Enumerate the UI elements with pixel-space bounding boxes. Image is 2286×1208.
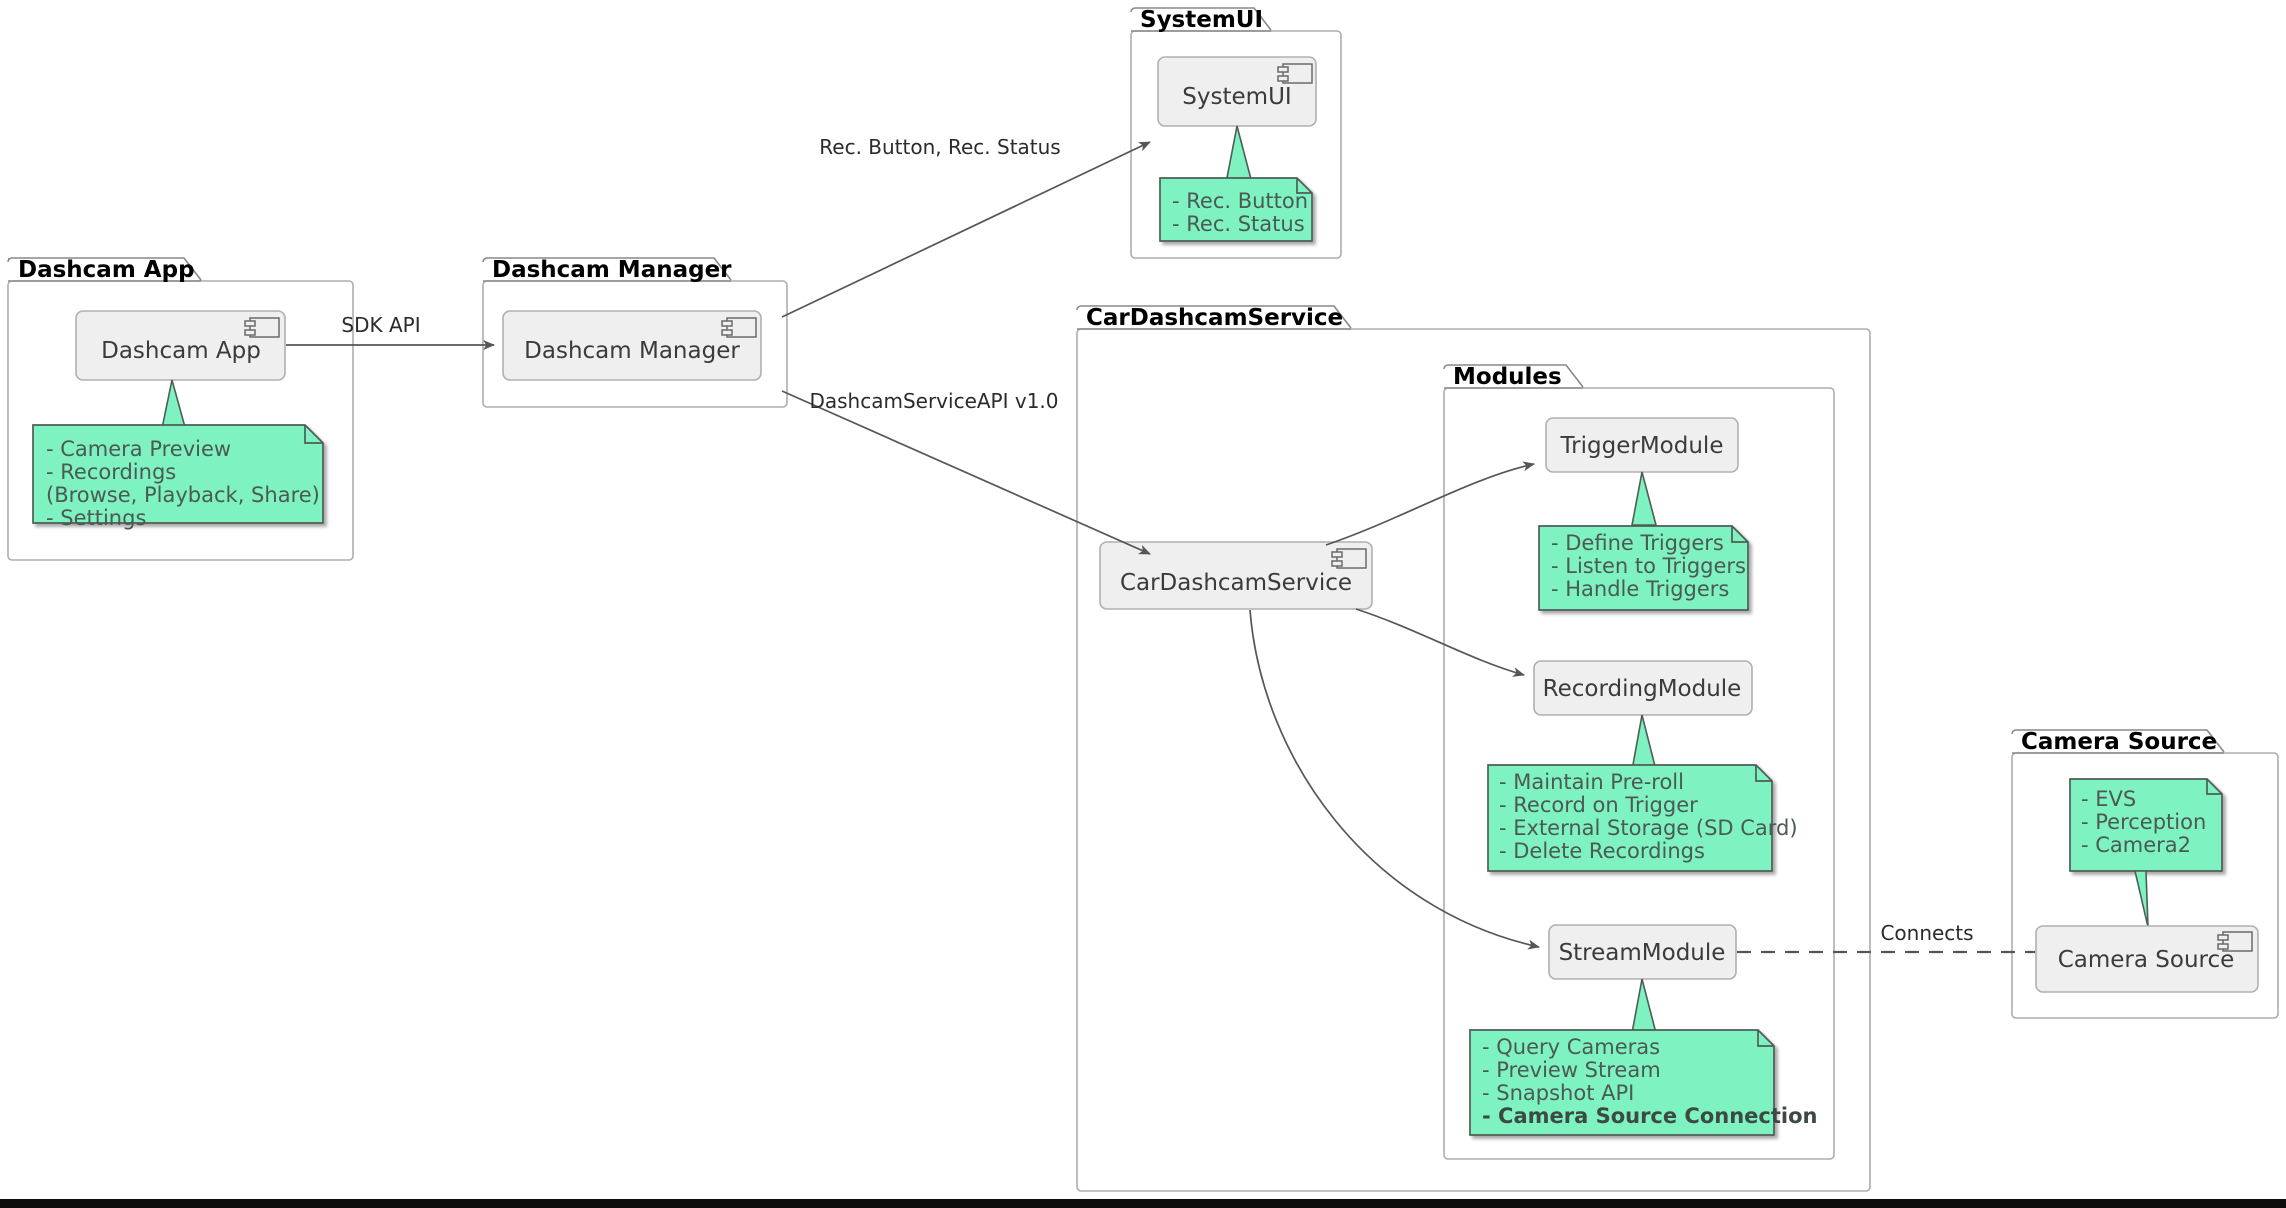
note-line: - Query Cameras xyxy=(1482,1035,1660,1059)
component-label-stream-module: StreamModule xyxy=(1559,940,1726,966)
edge-service-to-recording xyxy=(1355,608,1525,677)
note-pointer-camera-source xyxy=(2133,870,2149,928)
note-line: - Camera Source Connection xyxy=(1482,1104,1817,1128)
package-systemui: SystemUI SystemUI - Rec. Button - Rec. S… xyxy=(1130,7,1342,259)
note-line: - Perception xyxy=(2081,810,2206,834)
package-title-cardashcamservice: CarDashcamService xyxy=(1086,305,1343,331)
component-recording-module[interactable]: RecordingModule xyxy=(1533,660,1753,716)
note-line: - Rec. Button xyxy=(1172,189,1308,213)
edge-connects: Connects xyxy=(1737,921,2035,954)
component-icon xyxy=(244,317,280,338)
package-modules: Modules TriggerModule - Define Triggers … xyxy=(1443,364,1835,1160)
edge-service-to-stream xyxy=(1249,609,1540,950)
component-icon xyxy=(2217,931,2253,952)
component-icon xyxy=(721,317,757,338)
edge-sdk-api: SDK API xyxy=(286,313,495,350)
note-trigger-module xyxy=(1538,525,1749,611)
note-line: - Define Triggers xyxy=(1551,531,1724,555)
note-line: - Snapshot API xyxy=(1482,1081,1634,1105)
edge-label-sdk-api: SDK API xyxy=(341,313,420,337)
package-title-systemui: SystemUI xyxy=(1140,7,1263,33)
note-line: (Browse, Playback, Share) xyxy=(46,483,320,507)
component-label-recording-module: RecordingModule xyxy=(1543,676,1742,702)
package-title-camera-source: Camera Source xyxy=(2021,729,2217,755)
component-label-trigger-module: TriggerModule xyxy=(1560,433,1724,459)
note-line: - Camera Preview xyxy=(46,437,231,461)
component-label-dashcam-app: Dashcam App xyxy=(101,338,261,364)
footer-bar xyxy=(0,1199,2286,1208)
note-stream-module xyxy=(1469,1029,1775,1136)
note-line: - Camera2 xyxy=(2081,833,2191,857)
note-line: - Settings xyxy=(46,506,146,530)
note-line: - External Storage (SD Card) xyxy=(1499,816,1798,840)
note-line: - Recordings xyxy=(46,460,176,484)
component-label-dashcam-manager: Dashcam Manager xyxy=(524,338,740,364)
note-line: - Rec. Status xyxy=(1172,212,1305,236)
component-dashcam-manager[interactable]: Dashcam Manager xyxy=(502,310,762,381)
component-label-cardashcamservice: CarDashcamService xyxy=(1120,570,1352,596)
note-systemui xyxy=(1159,177,1313,242)
component-icon xyxy=(1277,63,1313,84)
edge-dashcamserviceapi: DashcamServiceAPI v1.0 xyxy=(781,389,1151,555)
package-cardashcamservice: CarDashcamService CarDashcamService Modu… xyxy=(1076,305,1871,1192)
component-label-camera-source: Camera Source xyxy=(2058,947,2235,973)
component-stream-module[interactable]: StreamModule xyxy=(1548,924,1737,980)
edge-service-to-trigger xyxy=(1325,461,1535,546)
note-pointer-trigger-module xyxy=(1631,471,1658,526)
component-icon xyxy=(1331,548,1367,569)
package-dashcam-app: Dashcam App Dashcam App - Camera Preview… xyxy=(7,257,354,561)
edge-rec-button-status: Rec. Button, Rec. Status xyxy=(781,135,1151,318)
edge-label-dashcamserviceapi: DashcamServiceAPI v1.0 xyxy=(809,389,1058,413)
package-title-dashcam-app: Dashcam App xyxy=(18,257,195,283)
component-dashcam-app[interactable]: Dashcam App xyxy=(75,310,286,381)
component-trigger-module[interactable]: TriggerModule xyxy=(1545,417,1739,473)
component-label-systemui: SystemUI xyxy=(1182,84,1291,110)
note-line: - Handle Triggers xyxy=(1551,577,1729,601)
note-line: - Preview Stream xyxy=(1482,1058,1661,1082)
component-camera-source[interactable]: Camera Source xyxy=(2035,925,2259,993)
package-camera-source: Camera Source - EVS - Perception - Camer… xyxy=(2011,729,2279,1019)
edge-label-rec-button-status: Rec. Button, Rec. Status xyxy=(819,135,1060,159)
package-title-modules: Modules xyxy=(1453,364,1562,390)
component-systemui[interactable]: SystemUI xyxy=(1157,56,1317,127)
note-dashcam-app xyxy=(32,424,324,524)
note-line: - Maintain Pre-roll xyxy=(1499,770,1684,794)
package-title-dashcam-manager: Dashcam Manager xyxy=(492,257,732,283)
note-recording-module xyxy=(1487,764,1773,872)
note-camera-source xyxy=(2069,778,2223,872)
note-line: - Delete Recordings xyxy=(1499,839,1705,863)
note-line: - Record on Trigger xyxy=(1499,793,1698,817)
component-cardashcamservice[interactable]: CarDashcamService xyxy=(1099,541,1373,610)
package-dashcam-manager: Dashcam Manager Dashcam Manager xyxy=(482,257,788,408)
note-line: - Listen to Triggers xyxy=(1551,554,1746,578)
note-line: - EVS xyxy=(2081,787,2136,811)
edge-label-connects: Connects xyxy=(1880,921,1973,945)
